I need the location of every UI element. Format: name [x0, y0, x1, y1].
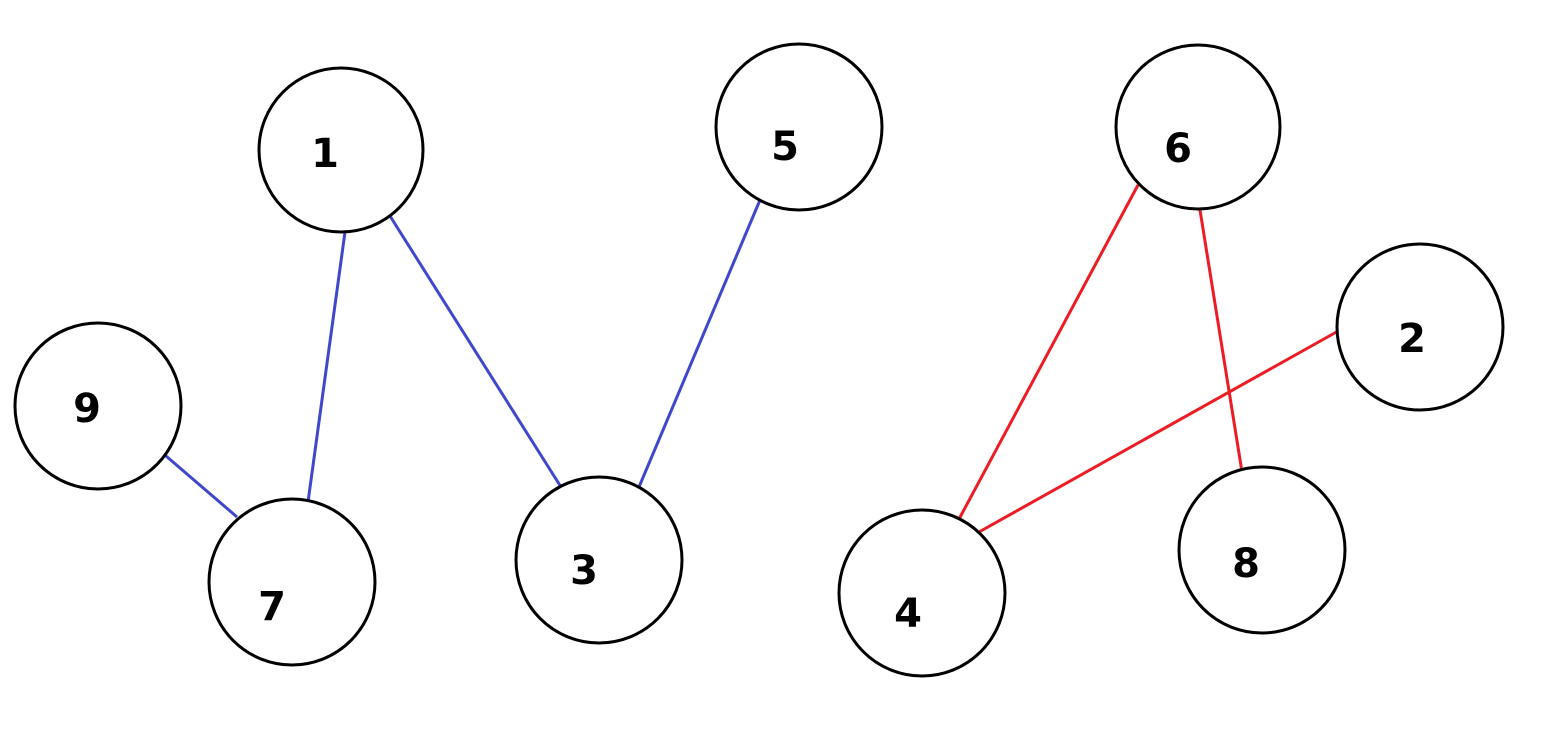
- node-4: 4: [837, 508, 1007, 678]
- node-label: 3: [570, 548, 598, 594]
- edge-9-7: [165, 454, 238, 519]
- node-2: 2: [1335, 242, 1505, 412]
- node-3: 3: [514, 475, 684, 645]
- node-9: 9: [13, 321, 183, 491]
- node-8: 8: [1177, 465, 1347, 635]
- node-circle: [714, 42, 884, 212]
- edges-layer: [165, 184, 1341, 534]
- node-circle: [837, 508, 1007, 678]
- node-label: 4: [894, 591, 922, 637]
- edge-1-7: [306, 231, 347, 503]
- edge-6-4: [956, 184, 1140, 522]
- node-circle: [514, 475, 684, 645]
- node-6: 6: [1114, 43, 1282, 211]
- node-circle: [1335, 242, 1505, 412]
- node-circle: [1177, 465, 1347, 635]
- node-circle: [207, 497, 377, 667]
- node-label: 2: [1398, 316, 1426, 362]
- node-circle: [257, 66, 425, 234]
- node-label: 7: [258, 584, 286, 630]
- edge-5-3: [637, 199, 762, 488]
- node-label: 9: [73, 386, 101, 432]
- node-label: 8: [1232, 541, 1260, 587]
- edge-6-8: [1198, 209, 1244, 473]
- edge-1-3: [388, 215, 563, 488]
- edge-2-4: [978, 328, 1341, 534]
- nodes-layer: 1 5 6 2 9 7 3 4: [13, 42, 1505, 678]
- node-1: 1: [257, 66, 425, 234]
- node-7: 7: [207, 497, 377, 667]
- node-label: 5: [771, 124, 799, 170]
- node-circle: [1114, 43, 1282, 211]
- node-label: 1: [311, 131, 339, 177]
- node-5: 5: [714, 42, 884, 212]
- node-circle: [13, 321, 183, 491]
- node-label: 6: [1164, 126, 1192, 172]
